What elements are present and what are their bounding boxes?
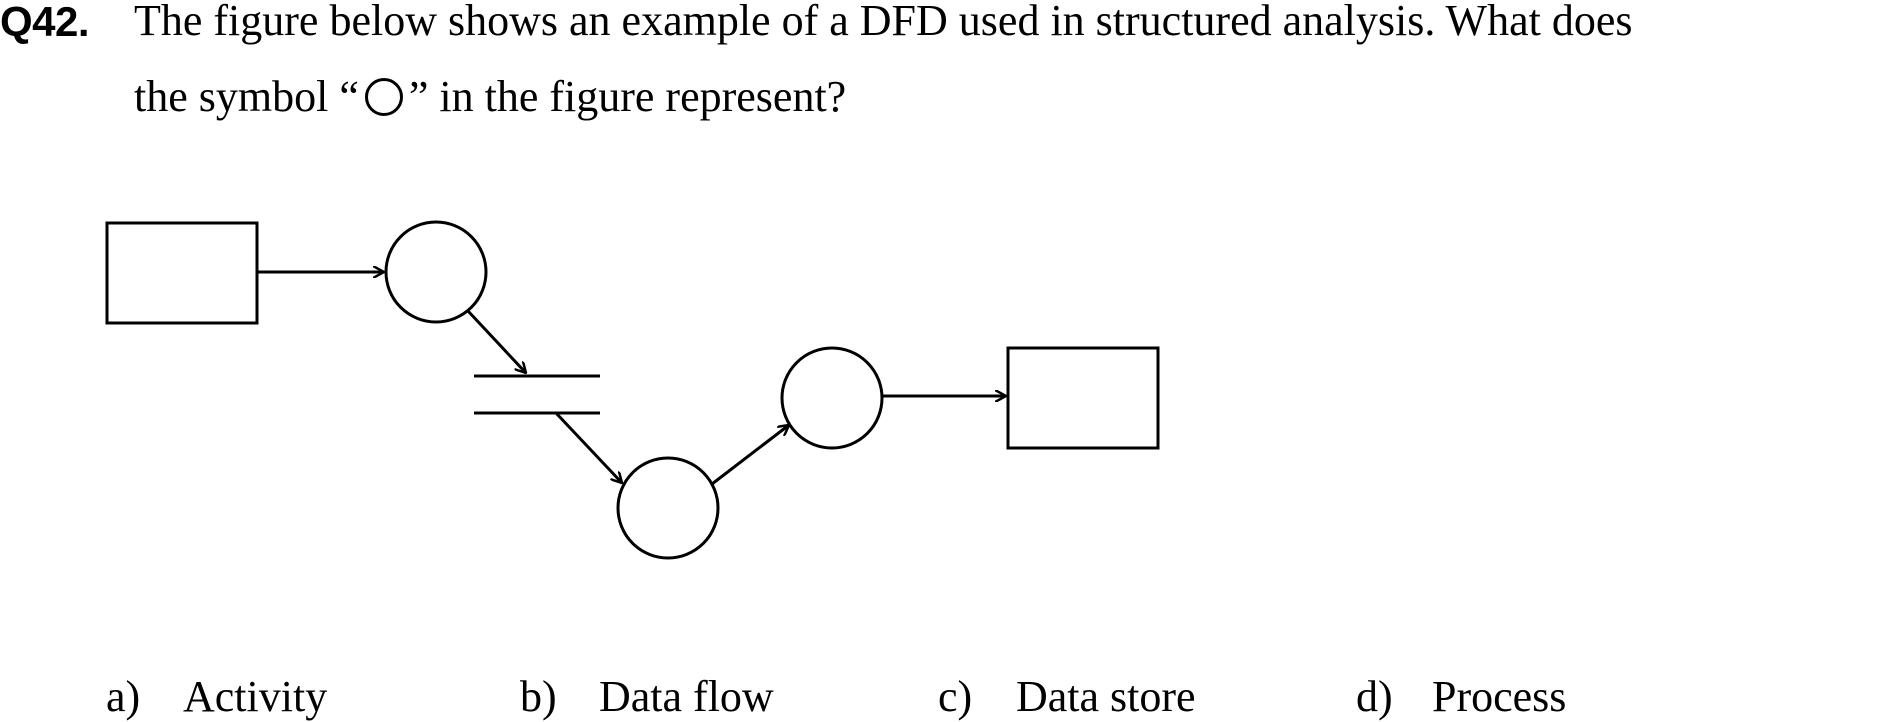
option-d-text: Process — [1432, 672, 1567, 721]
external-entity-source — [105, 221, 259, 325]
option-b-text: Data flow — [599, 672, 774, 721]
question-text-after-symbol: ” in the figure represent? — [408, 72, 847, 121]
option-d-letter: d) — [1356, 672, 1393, 721]
data-flow-arrow-3 — [554, 411, 622, 483]
external-entity-sink — [1006, 346, 1160, 450]
option-a-letter: a) — [106, 672, 141, 721]
data-flow-arrow-2 — [466, 309, 526, 373]
process-circle-2 — [616, 456, 720, 560]
option-a-text: Activity — [183, 672, 328, 721]
question-text-before-symbol: the symbol “ — [134, 72, 359, 121]
question-text-line2: the symbol “ ” in the figure represent? — [134, 72, 846, 122]
option-c-text: Data store — [1016, 672, 1196, 721]
process-circle-3 — [780, 346, 884, 450]
option-b-letter: b) — [520, 672, 557, 721]
question-text-line1: The figure below shows an example of a D… — [134, 0, 1633, 45]
data-flow-arrow-4 — [711, 425, 789, 486]
circle-icon — [364, 78, 403, 116]
option-c-letter: c) — [938, 672, 973, 721]
process-circle-1 — [384, 220, 488, 324]
question-number: Q42. — [0, 0, 90, 45]
